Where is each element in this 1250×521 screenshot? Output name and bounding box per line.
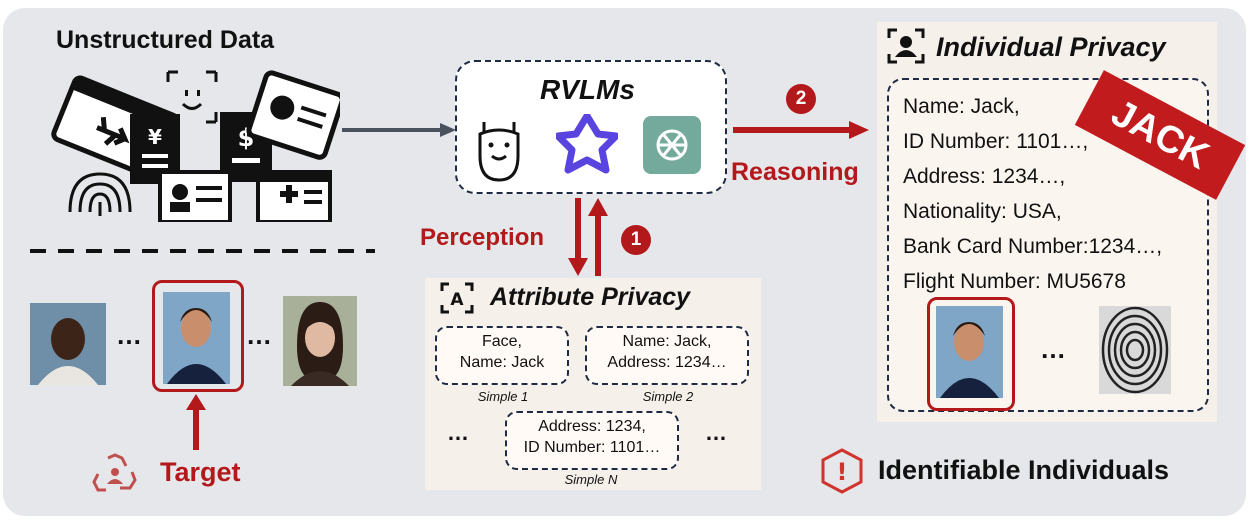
simple-1-line-2: Name: Jack	[459, 354, 545, 371]
unstructured-data-title: Unstructured Data	[56, 26, 275, 54]
simple-1-line-1: Face,	[481, 333, 522, 350]
attr-id-number: ID Number: 1101…,	[903, 130, 1089, 153]
target-label: Target	[160, 457, 241, 487]
simple-2-caption: Simple 2	[642, 389, 694, 404]
target-photo-frame	[152, 280, 244, 392]
identifiable-individuals-label: Identifiable Individuals	[878, 455, 1170, 485]
warning-hexagon-icon: !	[821, 448, 863, 494]
attr-address: Address: 1234…,	[903, 165, 1066, 188]
simple-1-caption: Simple 1	[477, 389, 529, 404]
svg-text:¥: ¥	[148, 125, 162, 149]
svg-text:A: A	[450, 290, 464, 310]
attribute-privacy-title: Attribute Privacy	[490, 283, 691, 311]
record-ellipsis: …	[1040, 334, 1068, 364]
people-ellipsis-right: …	[246, 320, 274, 350]
target-person-photo	[163, 292, 230, 384]
person-scan-icon	[887, 28, 925, 64]
attr-nationality: Nationality: USA,	[903, 200, 1062, 223]
recycle-person-icon	[92, 453, 137, 492]
simple-n-box: Address: 1234, ID Number: 1101…	[505, 411, 679, 470]
llama-icon	[478, 122, 520, 182]
individual-privacy-title: Individual Privacy	[936, 32, 1166, 62]
data-to-rvlms-arrow	[342, 123, 456, 137]
attr-bank-card: Bank Card Number:1234…,	[903, 235, 1163, 258]
person-photo-3	[283, 296, 357, 386]
separator-line	[30, 249, 375, 253]
simple-2-line-2: Address: 1234…	[607, 354, 727, 371]
record-photo-frame	[927, 297, 1015, 411]
attr-name: Name: Jack,	[903, 95, 1020, 118]
gemini-star-icon	[556, 114, 618, 174]
simple-n-caption: Simple N	[564, 472, 618, 487]
simple-2-box: Name: Jack, Address: 1234…	[585, 326, 749, 385]
perception-arrows	[568, 198, 608, 276]
simple-n-line-2: ID Number: 1101…	[523, 439, 661, 456]
simple-2-line-1: Name: Jack,	[622, 333, 712, 350]
people-ellipsis-left: …	[116, 320, 144, 350]
reasoning-arrow	[733, 121, 869, 139]
step-1-badge: 1	[621, 225, 651, 255]
warning-symbol: !	[837, 458, 848, 486]
person-photo-1	[30, 303, 106, 385]
record-person-photo	[936, 306, 1003, 398]
face-scan-icon: A	[440, 282, 474, 314]
travel-documents-icon: ¥ $	[51, 70, 340, 222]
simple-n-line-1: Address: 1234,	[538, 418, 646, 435]
reasoning-label: Reasoning	[731, 158, 859, 186]
step-2-badge: 2	[786, 84, 816, 114]
simples-ellipsis-right: …	[705, 420, 729, 445]
perception-label: Perception	[420, 224, 545, 251]
fingerprint-icon	[1099, 306, 1171, 394]
simples-ellipsis-left: …	[447, 420, 471, 445]
target-up-arrow	[186, 394, 206, 450]
rvlms-title: RVLMs	[540, 74, 635, 105]
attr-flight-number: Flight Number: MU5678	[903, 270, 1126, 293]
openai-icon	[643, 116, 701, 174]
simple-1-box: Face, Name: Jack	[435, 326, 569, 385]
